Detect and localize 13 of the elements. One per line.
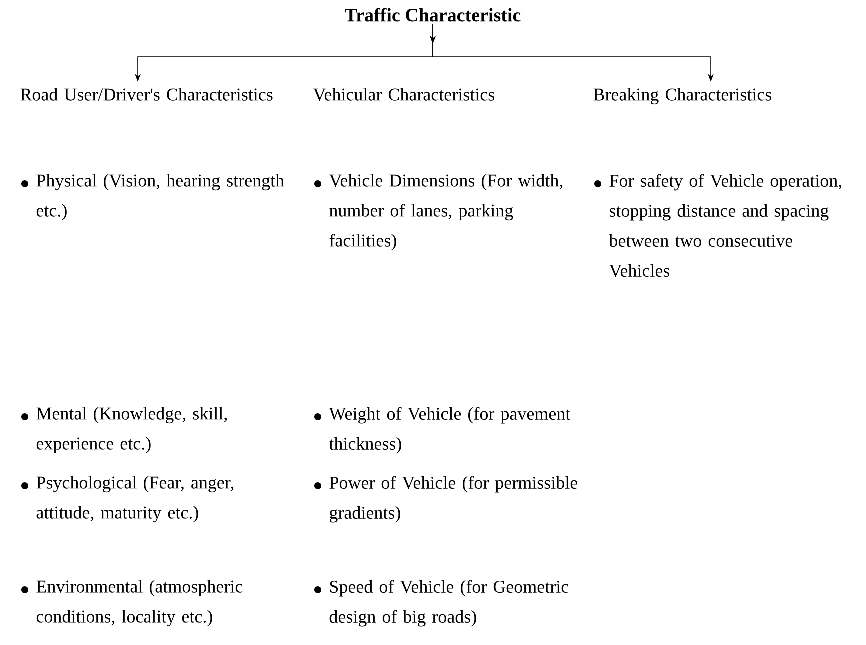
bullet-text: Physical (Vision, hearing strength etc.): [36, 174, 284, 220]
bullet-text: Mental (Knowledge, skill, experience etc.): [36, 407, 228, 454]
bullet-text: Vehicle Dimensions (For width, number of lanes, parking facilities): [329, 174, 563, 250]
column-heading: Vehicular Characteristics: [313, 88, 494, 101]
bullet-text: Speed of Vehicle (for Geometric design of big roads): [330, 580, 569, 627]
bullet-text: Power of Vehicle (for permissible gradients): [330, 476, 578, 523]
column-heading: Road User/Driver's Characteristics: [20, 88, 273, 101]
bullet-text: For safety of Vehicle operation, stopping distance and spacing between two consecutive Vehicles: [609, 174, 842, 278]
bullet-text: Weight of Vehicle (for pavement thickness): [329, 407, 571, 454]
column-heading: Breaking Characteristics: [594, 88, 772, 105]
bullet-text: Psychological (Fear, anger, attitude, maturity etc.): [36, 476, 234, 523]
title-heading: Traffic Characteristic: [345, 8, 521, 22]
bullet-text: Environmental (atmospheric conditions, locality etc.): [36, 580, 243, 627]
